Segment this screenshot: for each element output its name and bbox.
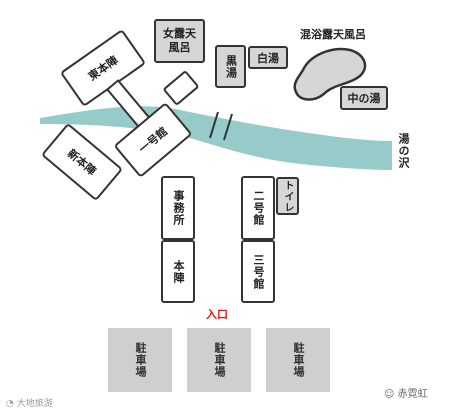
bridge-mark-left	[209, 111, 219, 139]
label-mixed-outdoor: 混浴露天風呂	[300, 28, 366, 41]
label-women-outdoor: 女露天風呂	[163, 27, 196, 54]
label-sango-kan: 三号館	[252, 253, 265, 290]
label-honjin: 本陣	[172, 259, 185, 284]
building-toilet: トイレ	[276, 177, 299, 215]
building-shin-honjin: 新本陣	[42, 124, 122, 200]
label-toilet: トイレ	[282, 179, 293, 213]
parking-lot-1: 駐車場	[108, 328, 172, 392]
label-parking-3: 駐車場	[292, 342, 305, 378]
building-ichigo-kan: 一号館	[115, 103, 191, 177]
building-jimusho: 事務所	[161, 176, 195, 240]
parking-lot-3: 駐車場	[266, 328, 330, 392]
building-higashi-honjin: 東本陣	[61, 30, 145, 106]
bath-shiro-yu: 白湯	[248, 46, 288, 69]
bridge-mark-right	[223, 113, 233, 141]
bath-kuro-yu: 黒湯	[215, 45, 246, 88]
bath-naka-no-yu: 中の湯	[340, 86, 388, 110]
label-shiro-yu: 白湯	[257, 51, 279, 65]
parking-lot-2: 駐車場	[187, 328, 251, 392]
mixed-bath-pool	[293, 47, 367, 101]
label-naka-no-yu: 中の湯	[347, 92, 381, 105]
building-nigo-kan: 二号館	[241, 176, 275, 240]
entrance-label: 入口	[206, 308, 228, 321]
building-sango-kan: 三号館	[241, 240, 275, 303]
label-jimusho: 事務所	[172, 190, 185, 226]
label-parking-1: 駐車場	[134, 342, 147, 378]
watermark-left-icon: ◔	[6, 399, 17, 409]
river	[40, 106, 392, 170]
watermark-right: ☺ 赤霓虹	[384, 389, 428, 400]
label-nigo-kan: 二号館	[252, 190, 265, 226]
label-parking-2: 駐車場	[213, 342, 226, 378]
label-river: 湯の沢	[397, 133, 410, 169]
wechat-icon: ☺	[384, 389, 398, 400]
connector	[163, 71, 199, 105]
bath-women-outdoor: 女露天風呂	[154, 19, 205, 63]
watermark-left: ◔ 大地旅游	[6, 399, 53, 409]
building-honjin: 本陣	[161, 240, 195, 303]
label-kuro-yu: 黒湯	[224, 54, 238, 79]
